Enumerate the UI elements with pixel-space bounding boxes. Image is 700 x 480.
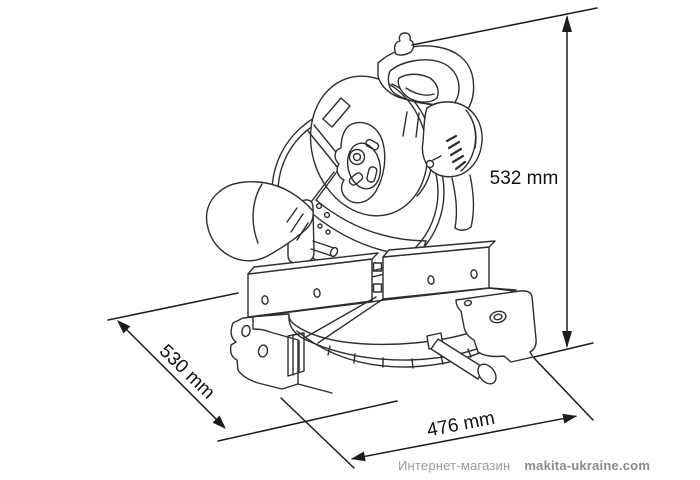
dimension-width-label: 476 mm [425,408,496,442]
motor-vent-slots [445,134,467,171]
saw-handle [377,32,475,138]
extension-line [411,7,598,46]
extension-line [533,342,594,358]
saw-lock-handle [426,332,497,385]
footer-watermark: Интернет-магазин makita-ukraine.com [398,458,650,474]
arrow-right-icon [562,413,577,424]
saw-dust-bag [205,181,314,262]
arrow-up-left-icon [117,320,131,334]
saw-blade-guard [307,75,434,217]
extension-line [217,400,398,442]
handle-knob-icon [393,32,415,56]
saw-flange [334,121,386,204]
dimension-height: 532 mm [411,7,598,358]
dimension-line [118,321,225,428]
arrow-down-icon [562,331,572,348]
dimension-height-label: 532 mm [490,168,559,189]
dimension-depth-label: 530 mm [155,341,219,404]
footer-site-name: makita-ukraine.com [524,458,651,473]
footer-store-label: Интернет-магазин [398,458,511,473]
saw-fence [247,240,496,318]
miter-scale-ticks [327,345,472,369]
extension-line [533,357,594,421]
extension-line [280,397,355,469]
dimension-line [351,415,577,460]
saw-base [229,287,537,394]
guard-label-sticker [322,97,351,128]
saw-drawing [205,32,537,394]
extension-line [107,292,239,321]
arrow-left-icon [351,451,366,462]
arrow-down-right-icon [212,415,226,429]
dimension-width: 476 mm [280,357,594,469]
arrow-up-icon [562,15,572,32]
saw-motor [421,101,483,231]
